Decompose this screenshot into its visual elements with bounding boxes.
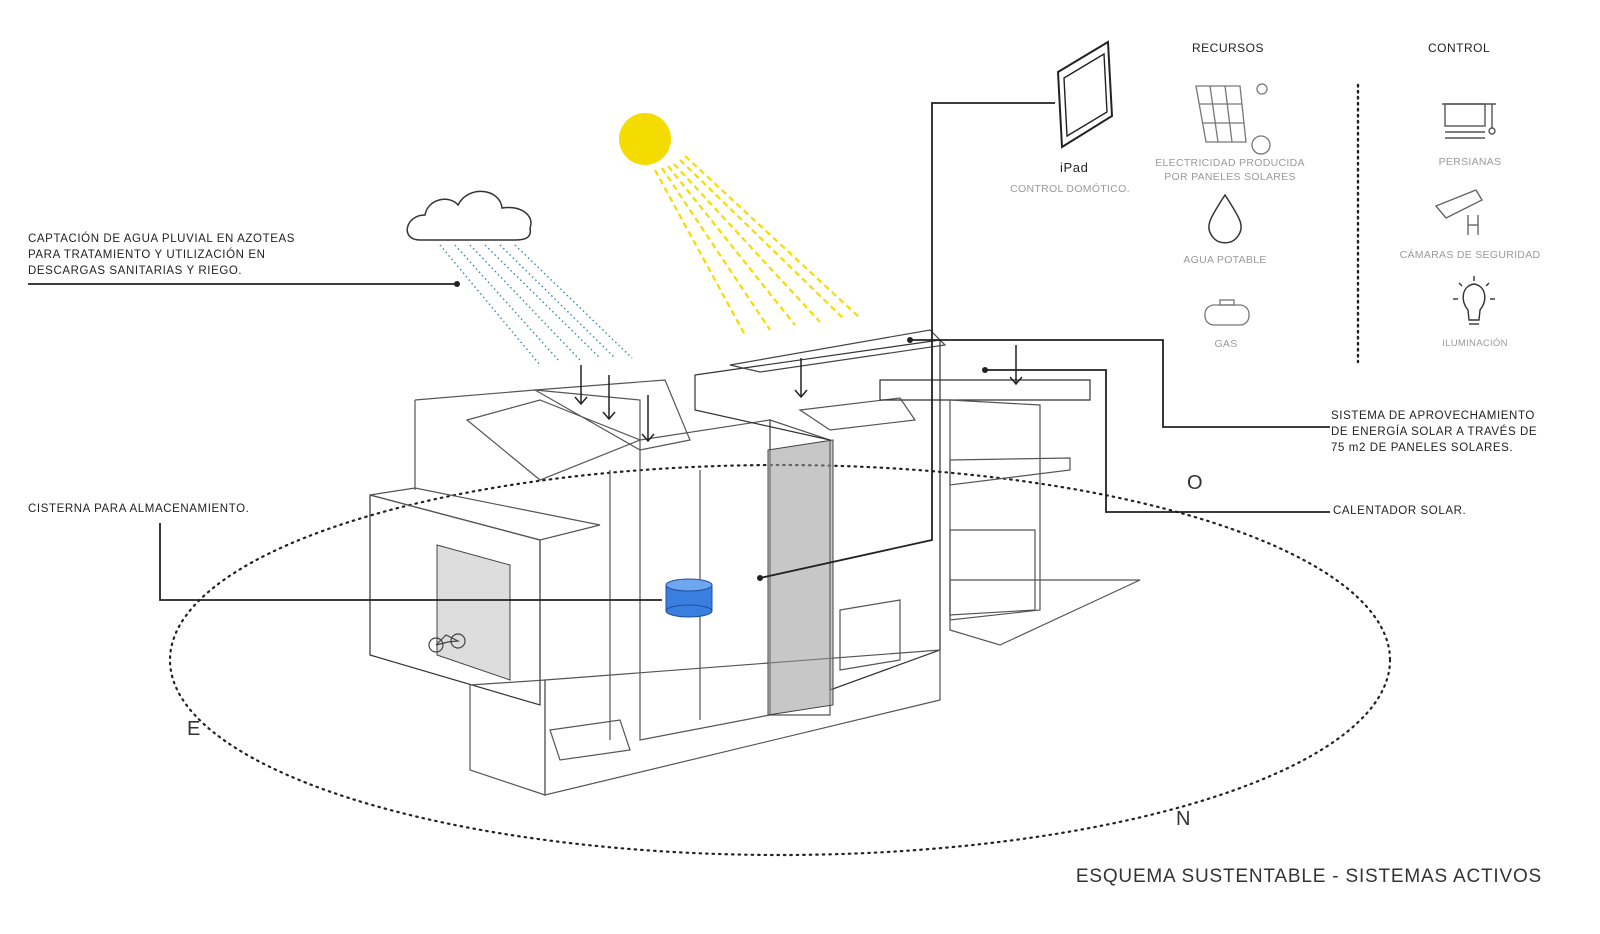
diagram-title: ESQUEMA SUSTENTABLE - SISTEMAS ACTIVOS: [1075, 866, 1542, 887]
recursos-heading: RECURSOS: [1192, 41, 1265, 55]
gas-tank-icon: [1204, 299, 1250, 326]
solar-heater-annotation: CALENTADOR SOLAR.: [1333, 505, 1467, 517]
rain-cloud-icon: [406, 190, 633, 366]
solar-energy-annotation: SISTEMA DE APROVECHAMIENTO DE ENERGÍA SO…: [1331, 410, 1538, 454]
ipad-subtitle: CONTROL DOMÓTICO.: [1010, 183, 1130, 195]
orientation-north: N: [1176, 808, 1191, 830]
control-label-lighting: ILUMINACIÓN: [1442, 338, 1508, 349]
resource-label-gas: GAS: [1214, 338, 1238, 350]
orientation-east: E: [187, 718, 201, 740]
control-label-blinds: PERSIANAS: [1438, 156, 1502, 168]
cistern-annotation: CISTERNA PARA ALMACENAMIENTO.: [28, 503, 250, 515]
rainwater-annotation: CAPTACIÓN DE AGUA PLUVIAL EN AZOTEAS PAR…: [28, 233, 296, 277]
site-boundary-ellipse: [168, 463, 1392, 857]
lattice-screen: [436, 439, 834, 716]
rain-collection-arrows: [574, 345, 1023, 443]
control-label-cameras: CÁMARAS DE SEGURIDAD: [1399, 249, 1541, 261]
blinds-icon: [1442, 103, 1496, 139]
ipad-title: iPad: [1060, 160, 1089, 175]
solar-panel-icon: [1195, 83, 1271, 155]
orientation-west: O: [1187, 472, 1203, 494]
ipad-icon: [1056, 40, 1114, 149]
bicycle-icon: [428, 633, 466, 653]
control-heading: CONTROL: [1428, 41, 1491, 55]
sun-icon: [619, 113, 861, 336]
resource-label-water: AGUA POTABLE: [1183, 254, 1267, 266]
security-camera-icon: [1434, 189, 1483, 235]
resource-label-electricity: ELECTRICIDAD PRODUCIDA POR PANELES SOLAR…: [1155, 157, 1305, 183]
light-bulb-icon: [1453, 276, 1495, 325]
cistern-tank: [665, 578, 713, 618]
leader-lines: [28, 102, 1330, 601]
water-drop-icon: [1208, 193, 1242, 244]
